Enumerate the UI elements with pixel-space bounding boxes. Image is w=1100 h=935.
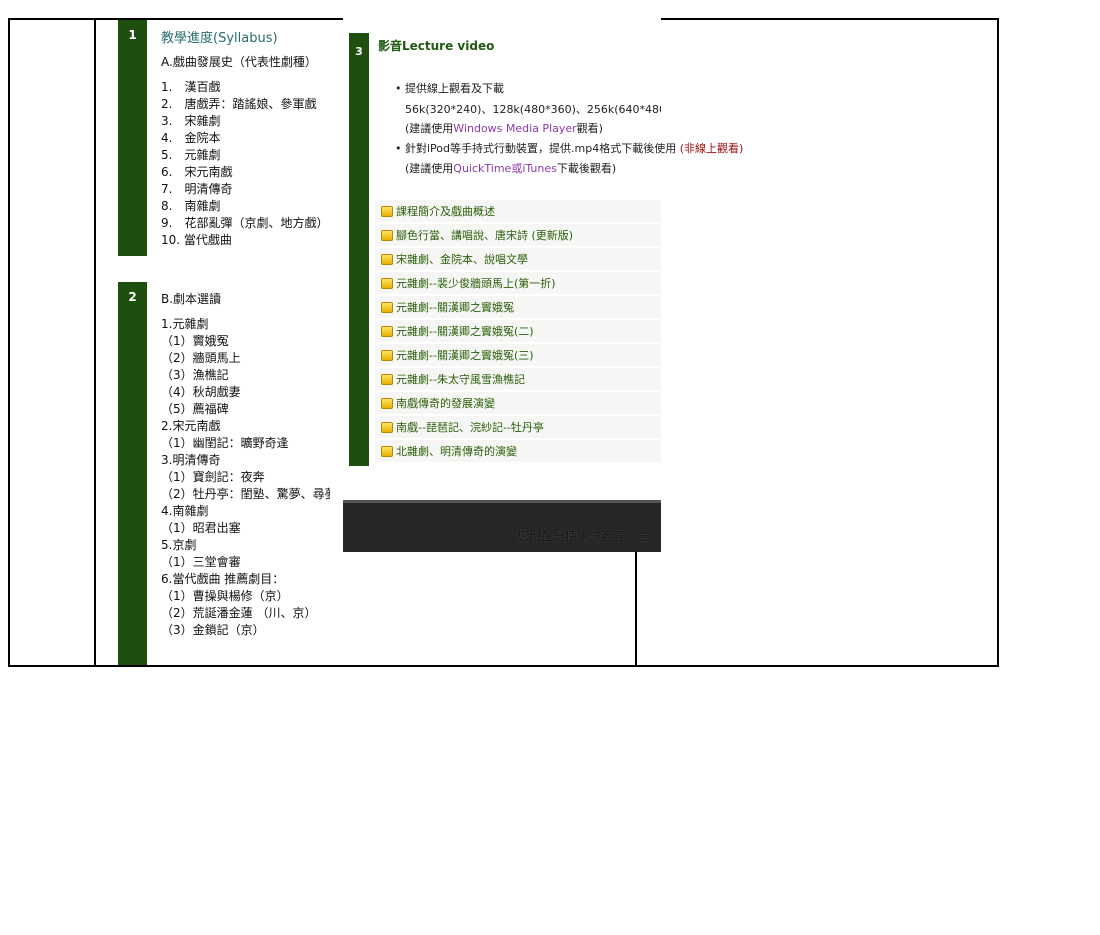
folder-icon [381, 421, 393, 433]
reading-item: 4.南雜劇 [161, 504, 209, 518]
note-text: (建議使用 [405, 162, 454, 175]
format-list: 56k(320*240)、128k(480*360)、256k(640*480)… [405, 103, 661, 116]
folder-icon [381, 253, 393, 265]
video-folder-link[interactable]: 元雜劇--裴少俊牆頭馬上(第一折) [375, 272, 661, 294]
video-folder-link[interactable]: 腳色行當、講唱說、唐宋詩 (更新版) [375, 224, 661, 246]
folder-icon [381, 277, 393, 289]
video-folder-label: 元雜劇--裴少俊牆頭馬上(第一折) [396, 277, 556, 290]
video-folder-label: 腳色行當、講唱說、唐宋詩 (更新版) [396, 229, 574, 242]
video-folder-label: 宋雜劇、金院本、說唱文學 [396, 253, 528, 266]
reading-item: （3）漁樵記 [161, 368, 229, 382]
syllabus-item: 5. 元雜劇 [161, 148, 221, 162]
reading-item: （1）幽閨記：曠野奇逢 [161, 436, 289, 450]
player-note: (建議使用Windows Media Player觀看) [405, 120, 603, 136]
syllabus-item: 3. 宋雜劇 [161, 114, 221, 128]
bullet-ipod: • 針對iPod等手持式行動裝置，提供.mp4格式下載後使用 (非線上觀看) [395, 142, 744, 155]
video-folder-label: 南戲--琵琶記、浣紗記--牡丹亭 [396, 421, 544, 434]
reading-item: （4）秋胡戲妻 [161, 385, 241, 399]
wmp-link[interactable]: Windows Media Player [453, 122, 577, 135]
reading-item: 6.當代戲曲 推薦劇目： [161, 572, 285, 586]
bullet-text: 提供線上觀看及下載 [405, 82, 504, 95]
folder-icon [381, 301, 393, 313]
syllabus-item: 2. 唐戲弄：踏謠娘、參軍戲 [161, 97, 317, 111]
section-number: 1 [118, 20, 147, 256]
video-folder-link[interactable]: 課程簡介及戲曲概述 [375, 200, 661, 222]
folder-icon [381, 373, 393, 385]
quicktime-link[interactable]: QuickTime或iTunes [453, 162, 557, 175]
video-folder-link[interactable]: 南戲--琵琶記、浣紗記--牡丹亭 [375, 416, 661, 438]
note-text: 下載後觀看) [556, 162, 617, 175]
section-number: 2 [118, 282, 147, 665]
video-folder-label: 元雜劇--關漢卿之竇娥冤(二) [396, 325, 534, 338]
reading-item: （1）曹操與楊修（京） [161, 589, 289, 603]
video-folder-link[interactable]: 元雜劇--朱太守風雪漁樵記 [375, 368, 661, 390]
reading-item: 5.京劇 [161, 538, 197, 552]
video-folder-link[interactable]: 元雜劇--關漢卿之竇娥冤(三) [375, 344, 661, 366]
syllabus-item: 4. 金院本 [161, 131, 221, 145]
video-title: 影音Lecture video [378, 39, 495, 53]
video-folder-link[interactable]: 元雜劇--關漢卿之竇娥冤 [375, 296, 661, 318]
reading-item: 3.明清傳奇 [161, 453, 221, 467]
video-folder-link[interactable]: 元雜劇--關漢卿之竇娥冤(二) [375, 320, 661, 342]
video-folder-link[interactable]: 宋雜劇、金院本、說唱文學 [375, 248, 661, 270]
column-divider [94, 18, 96, 665]
section-number: 3 [349, 33, 369, 466]
reading-item: （1）寶劍記：夜奔 [161, 470, 265, 484]
video-folder-link[interactable]: 南戲傳奇的發展演變 [375, 392, 661, 414]
video-folder-label: 元雜劇--關漢卿之竇娥冤 [396, 301, 514, 314]
reading-item: （1）竇娥冤 [161, 334, 229, 348]
note-text: 觀看) [576, 122, 603, 135]
reading-item: （2）牆頭馬上 [161, 351, 241, 365]
reading-item: （2）荒誕潘金蓮 （川、京） [161, 606, 317, 620]
video-panel: 3 影音Lecture video • 提供線上觀看及下載 56k(320*24… [343, 18, 661, 500]
readings-title: B.劇本選讀 [161, 292, 222, 306]
video-folder-link[interactable]: 北雜劇、明清傳奇的演變 [375, 440, 661, 462]
folder-icon [381, 205, 393, 217]
video-folder-label: 元雜劇--朱太守風雪漁樵記 [396, 373, 525, 386]
folder-icon [381, 445, 393, 457]
column-divider [635, 540, 637, 665]
bullet-online: • 提供線上觀看及下載 [395, 82, 504, 95]
reading-item: （3）金鎖記（京） [161, 623, 265, 637]
video-folder-label: 北雜劇、明清傳奇的演變 [396, 445, 517, 458]
video-folder-label: 南戲傳奇的發展演變 [396, 397, 495, 410]
video-folder-label: 元雜劇--關漢卿之竇娥冤(三) [396, 349, 534, 362]
readings-panel: 2 B.劇本選讀 1.元雜劇 （1）竇娥冤 （2）牆頭馬上 （3）漁樵記 （4）秋胡戲妻… [118, 282, 330, 665]
syllabus-item: 7. 明清傳奇 [161, 182, 233, 196]
reading-item: （1）三堂會審 [161, 555, 241, 569]
syllabus-panel: 1 教學進度(Syllabus) A.戲曲發展史（代表性劇種） 1. 漢百戲 2.… [118, 20, 330, 256]
folder-icon [381, 325, 393, 337]
syllabus-item: 10. 當代戲曲 [161, 233, 232, 247]
reading-item: 1.元雜劇 [161, 317, 209, 331]
reading-item: （5）薦福碑 [161, 402, 229, 416]
syllabus-subtitle: A.戲曲發展史（代表性劇種） [161, 55, 317, 69]
player-note: (建議使用QuickTime或iTunes下載後觀看) [405, 160, 616, 176]
offline-note: (非線上觀看) [679, 142, 744, 155]
syllabus-item: 6. 宋元南戲 [161, 165, 233, 179]
syllabus-item: 1. 漢百戲 [161, 80, 221, 94]
video-folder-label: 課程簡介及戲曲概述 [396, 205, 495, 218]
folder-icon [381, 229, 393, 241]
folder-icon [381, 397, 393, 409]
folder-icon [381, 349, 393, 361]
reading-item: 2.宋元南戲 [161, 419, 221, 433]
syllabus-item: 9. 花部亂彈（京劇、地方戲） [161, 216, 329, 230]
syllabus-title: 教學進度(Syllabus) [161, 31, 278, 46]
bullet-text: 針對iPod等手持式行動裝置，提供.mp4格式下載後使用 [405, 142, 677, 155]
syllabus-item: 8. 南雜劇 [161, 199, 221, 213]
reading-item: （1）昭君出塞 [161, 521, 241, 535]
note-text: (建議使用 [405, 122, 454, 135]
reading-item: （2）牡丹亭：閨塾、驚夢、尋夢 [161, 487, 330, 501]
login-status-footer: 您現在是使用訪客身分登入 [343, 500, 661, 552]
login-status-text: 您現在是使用訪客身分登入 [516, 529, 661, 543]
